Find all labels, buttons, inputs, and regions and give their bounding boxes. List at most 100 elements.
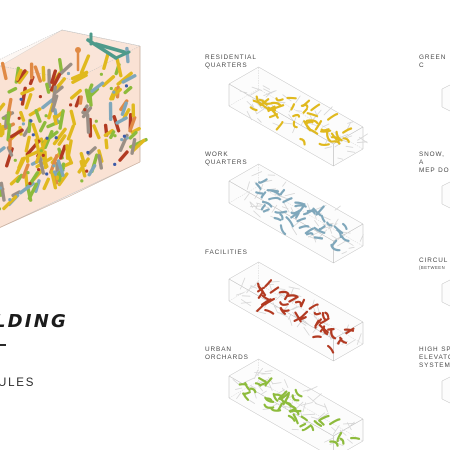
module-residential-box-hidden-edge — [228, 88, 364, 150]
module-residential-ghost-tube — [324, 146, 332, 149]
hero-tube — [58, 109, 65, 130]
hero-joint-dot — [37, 168, 41, 172]
module-orchards-ghost-tube — [324, 403, 329, 413]
hero-joint-dot — [38, 95, 43, 99]
module-facilities-ghost-tube — [240, 277, 246, 290]
module-work-tube — [261, 200, 273, 208]
module-orchards-box-hidden-edge — [228, 380, 364, 442]
module-residential-tube — [331, 140, 341, 145]
hero-joint-dot — [31, 133, 35, 137]
hero-joint-dot — [124, 84, 129, 88]
module-work-ghost-tube — [244, 193, 250, 201]
module-residential-ghost-tube — [345, 145, 354, 148]
module-work-tube — [318, 225, 326, 231]
hero-tube — [49, 72, 62, 92]
hero-tube — [11, 190, 22, 198]
module-orchards-ghost-tube — [232, 379, 239, 385]
module-orchards-tube — [284, 401, 296, 409]
module-work-tube — [260, 191, 267, 199]
hero-tube — [24, 92, 33, 110]
module-work-ghost-tube — [283, 201, 290, 213]
hero-tube — [6, 111, 11, 126]
right-box-stub-circulation — [441, 279, 450, 307]
module-residential-tube — [272, 104, 285, 110]
module-orchards-ghost-tube — [315, 412, 325, 421]
module-facilities-tube — [327, 344, 335, 354]
module-residential-tube — [303, 120, 312, 131]
hero-tube — [115, 57, 123, 78]
module-facilities-tube — [343, 328, 355, 332]
right-box-stub-edge — [441, 376, 450, 404]
hero-tube — [81, 106, 93, 119]
hero-tube — [31, 122, 41, 143]
hero-tube — [130, 137, 137, 155]
module-orchards-ghost-tube — [256, 367, 264, 376]
module-work-ghost-tube — [334, 218, 339, 225]
hero-tube — [6, 97, 13, 115]
hero-tube — [87, 163, 97, 177]
module-work-tube — [342, 222, 348, 230]
hero-tube — [0, 61, 8, 81]
hero-joint-dot — [54, 136, 58, 140]
module-facilities-tube — [324, 311, 330, 319]
module-work-ghost-tube — [334, 205, 341, 211]
module-residential-ghost-tube — [295, 110, 303, 112]
module-work-ghost-tube — [314, 220, 319, 227]
hero-tube — [109, 130, 116, 140]
hero-tube — [39, 120, 47, 133]
module-residential-tube — [258, 98, 268, 106]
module-residential-tube — [270, 108, 279, 119]
hero-building-isometric — [0, 29, 148, 228]
hero-tube — [50, 169, 58, 190]
module-residential-tube — [305, 119, 319, 125]
module-facilities-tube — [312, 335, 322, 339]
module-work-tube — [255, 191, 264, 195]
hero-joint-dot — [52, 164, 56, 168]
module-diagrams — [228, 66, 368, 450]
module-orchards-ghost-tube — [342, 422, 355, 425]
hero-joint-dot — [17, 116, 21, 120]
module-orchards-ghost-tube — [236, 392, 242, 400]
hero-tube — [58, 58, 64, 75]
hero-joint-dot — [45, 172, 49, 176]
module-orchards-ghost-tube — [257, 385, 264, 392]
hero-joint-dot — [113, 162, 117, 166]
title-dash-mark — [0, 344, 6, 346]
module-work-ghost-tube — [308, 231, 320, 238]
module-residential-ghost-tube — [257, 118, 262, 123]
hero-tube — [33, 65, 42, 83]
module-orchards-tube — [318, 414, 330, 422]
module-work-ghost-tube — [253, 210, 261, 218]
hero-tube — [79, 54, 91, 75]
hero-tube — [34, 138, 41, 154]
module-work-ghost-tube — [250, 205, 262, 208]
module-facilities-ghost-tube — [272, 302, 278, 313]
hero-tube — [86, 146, 97, 156]
module-facilities-ghost-tube — [246, 285, 253, 294]
module-residential-tube — [310, 129, 319, 135]
module-facilities-tube — [294, 311, 302, 323]
module-residential-tube — [302, 107, 308, 114]
module-facilities-tube — [261, 294, 272, 302]
hero-tube — [86, 83, 94, 95]
hero-tube — [7, 86, 18, 94]
module-facilities-tube — [313, 311, 322, 316]
hero-tube — [15, 173, 24, 184]
hero-tube — [69, 88, 82, 100]
hero-tube — [50, 69, 57, 84]
module-orchards-tube — [292, 413, 299, 425]
module-work-tube — [326, 221, 333, 227]
hero-joint-dot — [13, 158, 17, 162]
module-work-ghost-tube — [346, 240, 354, 246]
hero-joint-dot — [26, 171, 30, 175]
module-work-tube — [313, 226, 326, 234]
module-residential-tube — [320, 128, 330, 132]
hero-joint-dot — [29, 119, 33, 123]
module-orchards-tube — [288, 408, 298, 413]
module-work-tube — [271, 189, 281, 196]
module-work-ghost-tube — [284, 193, 296, 197]
module-residential-tube — [301, 99, 311, 108]
hero-tube — [15, 68, 23, 81]
hero-tube — [27, 118, 32, 134]
label-work-quarters: WORK QUARTERS — [205, 151, 248, 166]
